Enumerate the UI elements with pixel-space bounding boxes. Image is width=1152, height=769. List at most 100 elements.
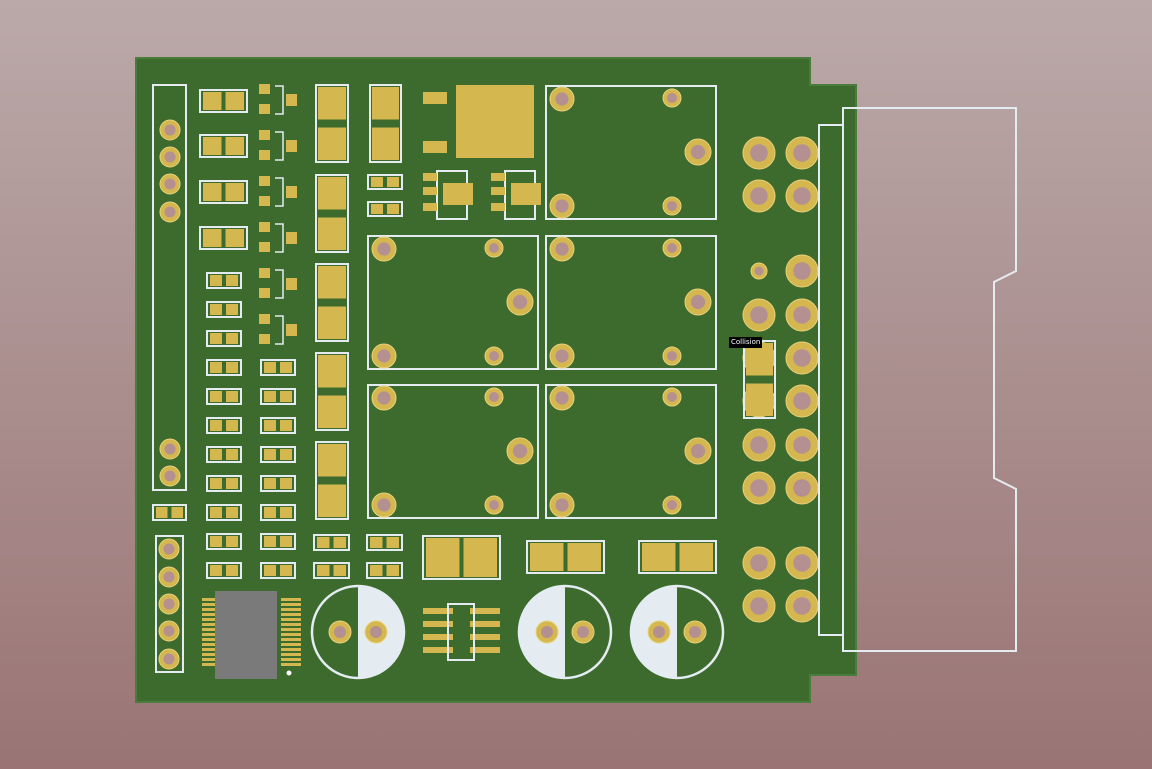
drill-hole xyxy=(377,498,391,512)
smd-pad xyxy=(318,266,346,299)
drill-hole xyxy=(163,543,175,555)
smd-pad xyxy=(225,183,244,201)
smd-pad xyxy=(318,217,346,250)
smd-pad xyxy=(281,653,301,656)
silkscreen-outline xyxy=(260,562,296,579)
drill-hole xyxy=(369,625,383,639)
drill-hole xyxy=(555,498,569,512)
smd-pad xyxy=(456,85,534,158)
smd-pad xyxy=(318,444,346,477)
smd-pad xyxy=(259,176,270,186)
smd-pad xyxy=(491,187,505,195)
sot-outline xyxy=(275,223,284,253)
smd-pad xyxy=(225,92,244,110)
smd-pad xyxy=(280,420,292,431)
smd-pad xyxy=(264,362,276,373)
drill-hole xyxy=(793,436,811,454)
smd-pad xyxy=(202,603,216,606)
smd-pad xyxy=(264,507,276,518)
smd-pad xyxy=(259,268,270,278)
silkscreen-outline xyxy=(422,535,501,580)
smd-pad xyxy=(463,538,497,577)
smd-pad xyxy=(225,137,244,155)
silkscreen-outline xyxy=(206,446,242,463)
smd-pad xyxy=(280,565,292,576)
silkscreen-outline xyxy=(366,534,403,551)
drill-hole xyxy=(667,500,677,510)
drill-hole xyxy=(489,351,499,361)
smd-pad xyxy=(318,87,346,120)
smd-pad xyxy=(281,638,301,641)
smd-pad xyxy=(333,565,346,576)
smd-pad xyxy=(202,663,216,666)
smd-pad xyxy=(746,383,773,416)
smd-pad xyxy=(387,204,399,214)
drill-hole xyxy=(754,266,764,276)
smd-pad xyxy=(264,565,276,576)
drill-hole xyxy=(163,625,175,637)
smd-pad xyxy=(226,304,238,315)
smd-pad xyxy=(210,333,222,344)
smd-pad xyxy=(286,324,297,336)
sot-outline xyxy=(275,177,284,207)
smd-pad xyxy=(281,643,301,646)
smd-pad xyxy=(280,536,292,547)
smd-pad xyxy=(491,203,505,211)
smd-pad xyxy=(333,537,346,548)
drill-hole xyxy=(555,349,569,363)
smd-pad xyxy=(264,420,276,431)
silkscreen-outline xyxy=(315,84,349,163)
smd-pad xyxy=(423,173,437,181)
smd-pad xyxy=(491,173,505,181)
drill-hole xyxy=(489,392,499,402)
smd-pad xyxy=(259,150,270,160)
ic-body xyxy=(215,591,277,679)
silkscreen-outline xyxy=(260,417,296,434)
smd-pad xyxy=(318,395,346,428)
smd-pad xyxy=(746,343,773,376)
drill-hole xyxy=(750,306,768,324)
smd-pad xyxy=(203,183,222,201)
smd-pad xyxy=(423,187,437,195)
silkscreen-outline xyxy=(206,330,242,347)
drill-hole xyxy=(163,571,175,583)
smd-pad xyxy=(371,204,383,214)
smd-pad xyxy=(226,536,238,547)
smd-pad xyxy=(281,658,301,661)
silkscreen-outline xyxy=(206,562,242,579)
silkscreen-outline xyxy=(260,504,296,521)
smd-pad xyxy=(567,543,601,571)
smd-pad xyxy=(286,186,297,198)
drill-hole xyxy=(750,479,768,497)
smd-pad xyxy=(202,643,216,646)
smd-pad xyxy=(202,623,216,626)
smd-pad xyxy=(259,104,270,114)
smd-pad xyxy=(259,334,270,344)
silkscreen-outline xyxy=(447,603,475,661)
smd-pad xyxy=(281,608,301,611)
sot-outline xyxy=(275,85,284,115)
silkscreen-outline xyxy=(206,475,242,492)
connector-outline xyxy=(818,107,1017,652)
smd-pad xyxy=(203,137,222,155)
silkscreen-outline xyxy=(315,441,349,520)
smd-pad xyxy=(423,92,447,104)
smd-pad xyxy=(281,633,301,636)
smd-pad xyxy=(470,608,500,614)
drill-hole xyxy=(555,92,569,106)
smd-pad xyxy=(203,229,222,247)
sot-outline xyxy=(275,131,284,161)
silkscreen-outline xyxy=(369,84,402,163)
smd-pad xyxy=(202,628,216,631)
silkscreen-outline xyxy=(260,446,296,463)
smd-pad xyxy=(371,177,383,187)
smd-pad xyxy=(372,87,399,120)
drill-hole xyxy=(793,597,811,615)
drill-hole xyxy=(667,243,677,253)
smd-pad xyxy=(317,537,330,548)
drill-hole xyxy=(667,351,677,361)
drill-hole xyxy=(750,436,768,454)
smd-pad xyxy=(210,507,222,518)
silkscreen-outline xyxy=(206,359,242,376)
